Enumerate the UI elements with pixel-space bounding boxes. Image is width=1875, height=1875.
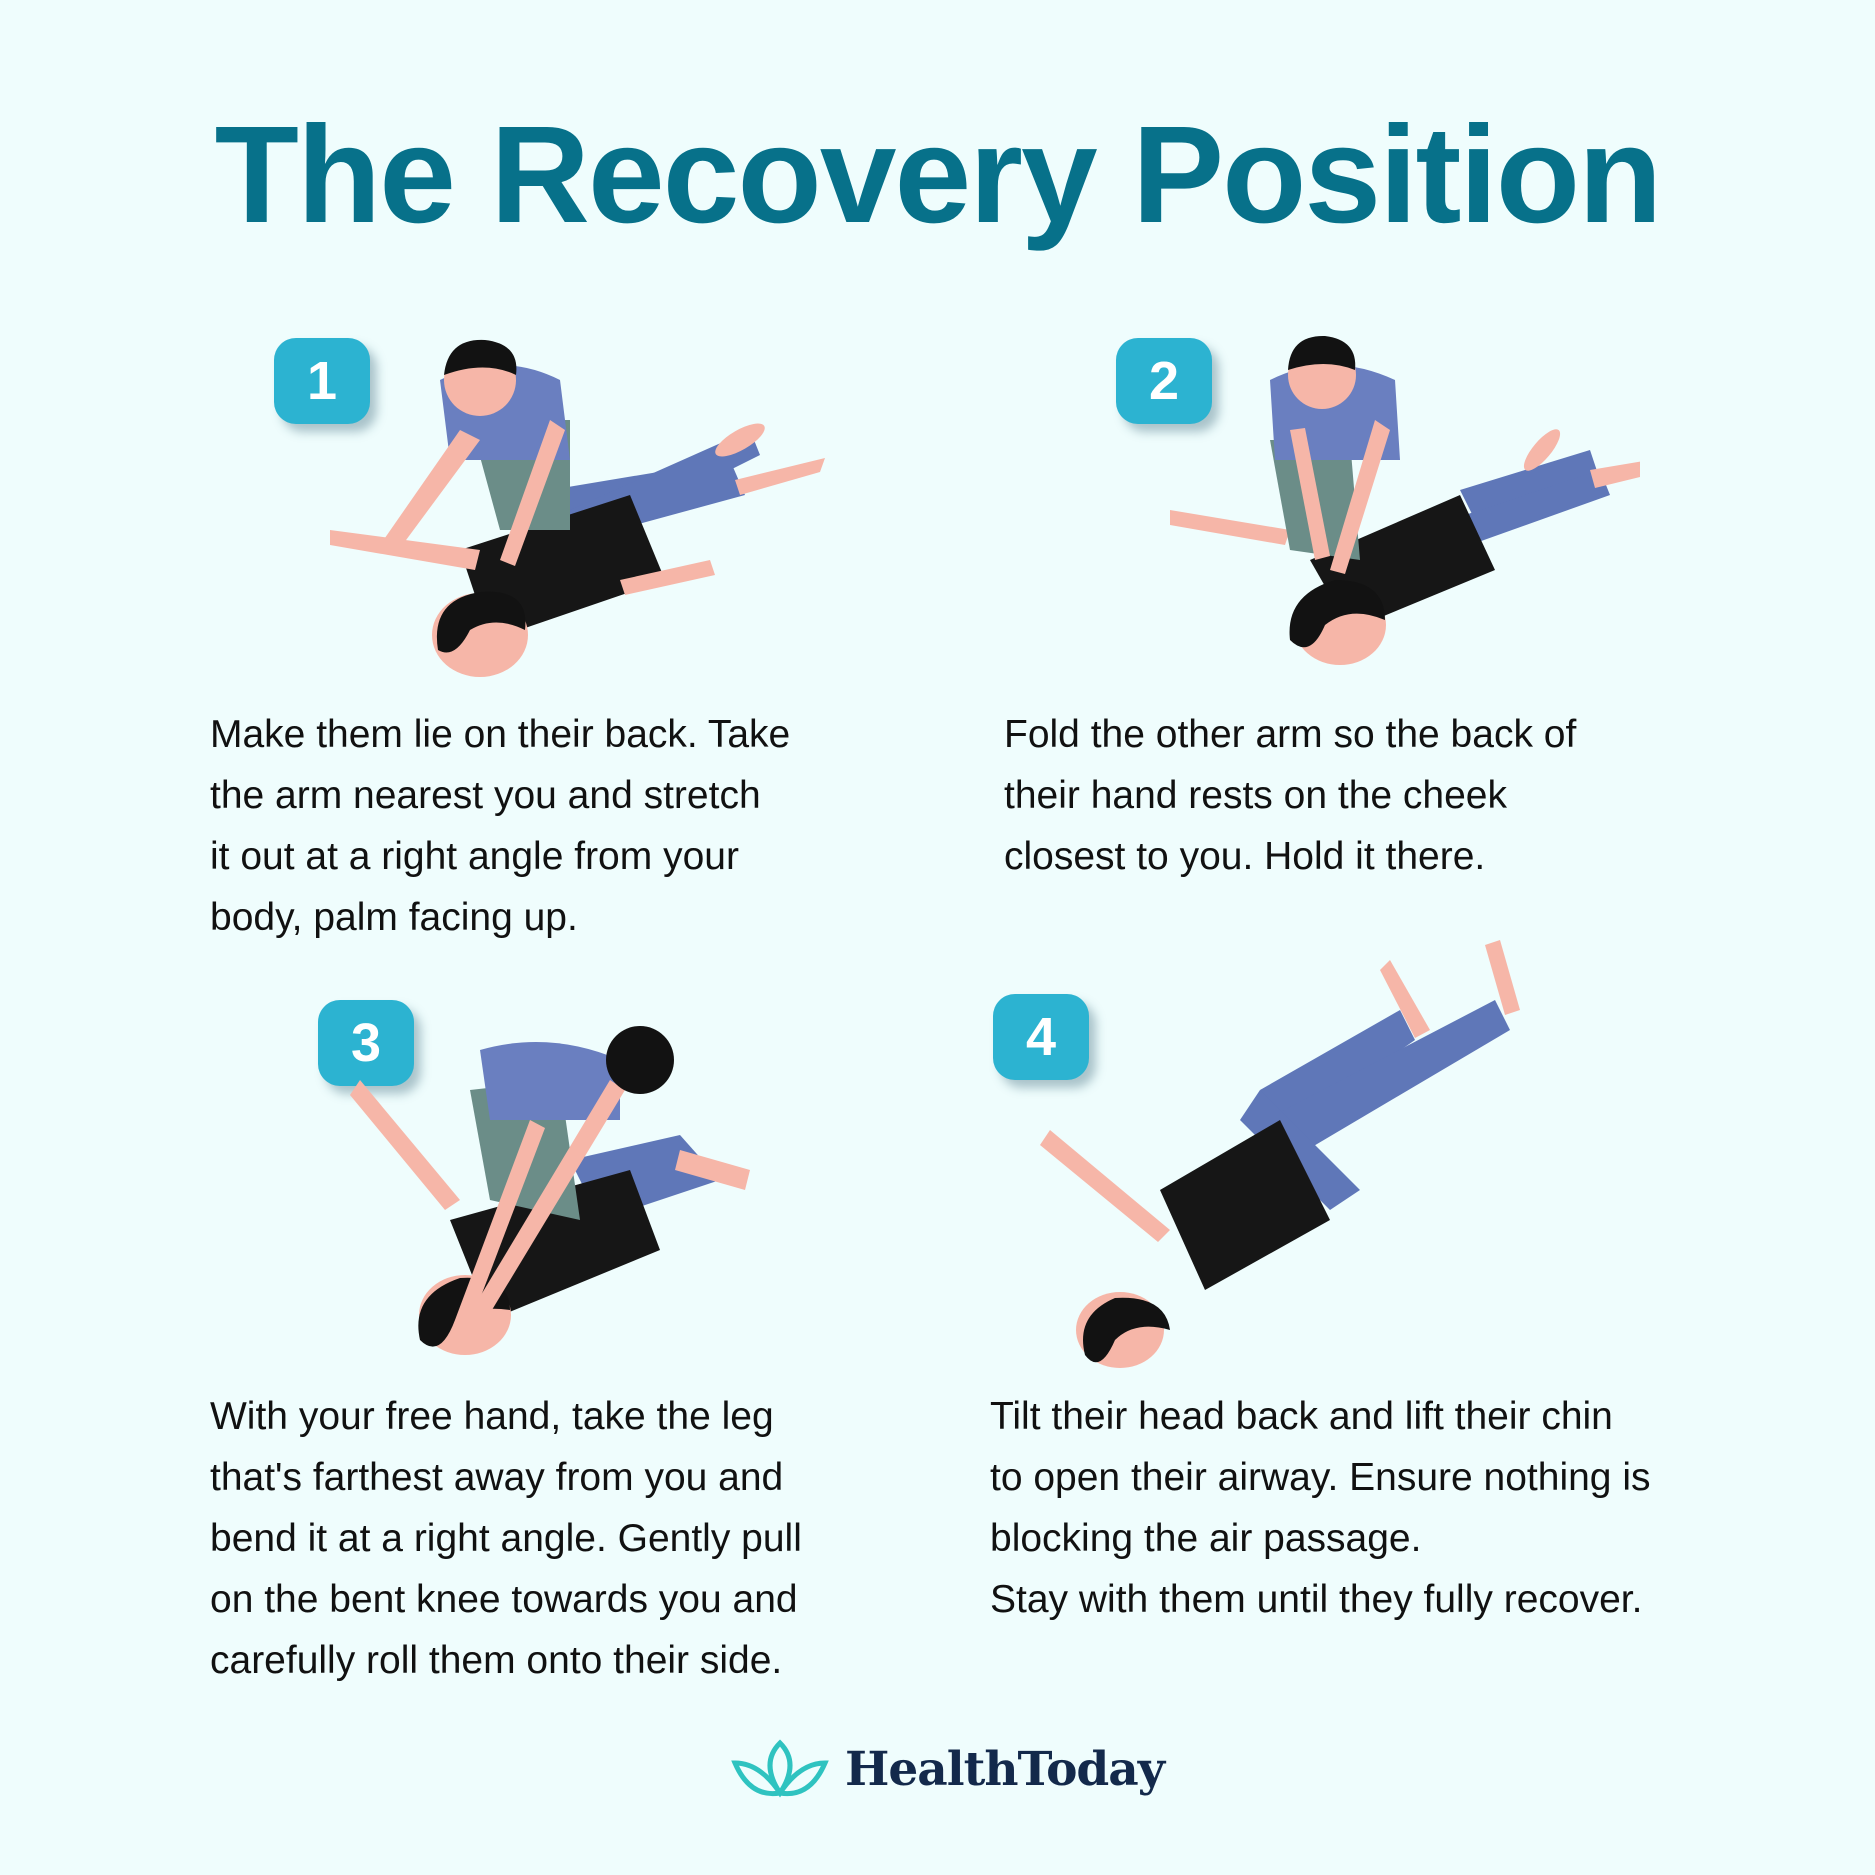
step-2-line: their hand rests on the cheek bbox=[1004, 774, 1507, 817]
step-4-badge: 4 bbox=[993, 994, 1089, 1080]
recovery-position-illustration bbox=[1040, 940, 1520, 1368]
page-title: The Recovery Position bbox=[214, 98, 1663, 252]
step-1-line: the arm nearest you and stretch bbox=[210, 774, 761, 817]
step-1-line: Make them lie on their back. Take bbox=[210, 713, 791, 756]
step-1-line: body, palm facing up. bbox=[210, 896, 578, 939]
step-1-line: it out at a right angle from your bbox=[210, 835, 739, 878]
step-3-line: bend it at a right angle. Gently pull bbox=[210, 1517, 802, 1560]
rolling-onto-side-illustration bbox=[350, 1026, 750, 1355]
lotus-icon bbox=[731, 1739, 829, 1798]
step-2-badge: 2 bbox=[1116, 338, 1212, 424]
step-3-line: With your free hand, take the leg bbox=[210, 1395, 774, 1438]
step-4-line: Stay with them until they fully recover. bbox=[990, 1578, 1643, 1621]
step-4-line: Tilt their head back and lift their chin bbox=[990, 1395, 1613, 1438]
step-3-line: on the bent knee towards you and bbox=[210, 1578, 798, 1621]
step-3-line: carefully roll them onto their side. bbox=[210, 1639, 783, 1682]
person-laying-flat-arm-stretched-illustration bbox=[330, 339, 825, 677]
step-4-caption: Tilt their head back and lift their chin… bbox=[990, 1386, 1651, 1630]
step-4-line: to open their airway. Ensure nothing is bbox=[990, 1456, 1651, 1499]
hand-on-cheek-illustration bbox=[1170, 335, 1640, 665]
step-3-caption: With your free hand, take the leg that's… bbox=[210, 1386, 802, 1691]
step-3-badge: 3 bbox=[318, 1000, 414, 1086]
brand-name: HealthToday bbox=[845, 1742, 1165, 1797]
step-3-line: that's farthest away from you and bbox=[210, 1456, 784, 1499]
step-1-caption: Make them lie on their back. Take the ar… bbox=[210, 704, 790, 948]
step-2-line: closest to you. Hold it there. bbox=[1004, 835, 1486, 878]
step-4-line: blocking the air passage. bbox=[990, 1517, 1422, 1560]
step-1-badge: 1 bbox=[274, 338, 370, 424]
step-2-caption: Fold the other arm so the back of their … bbox=[1004, 704, 1576, 887]
step-2-line: Fold the other arm so the back of bbox=[1004, 713, 1577, 756]
